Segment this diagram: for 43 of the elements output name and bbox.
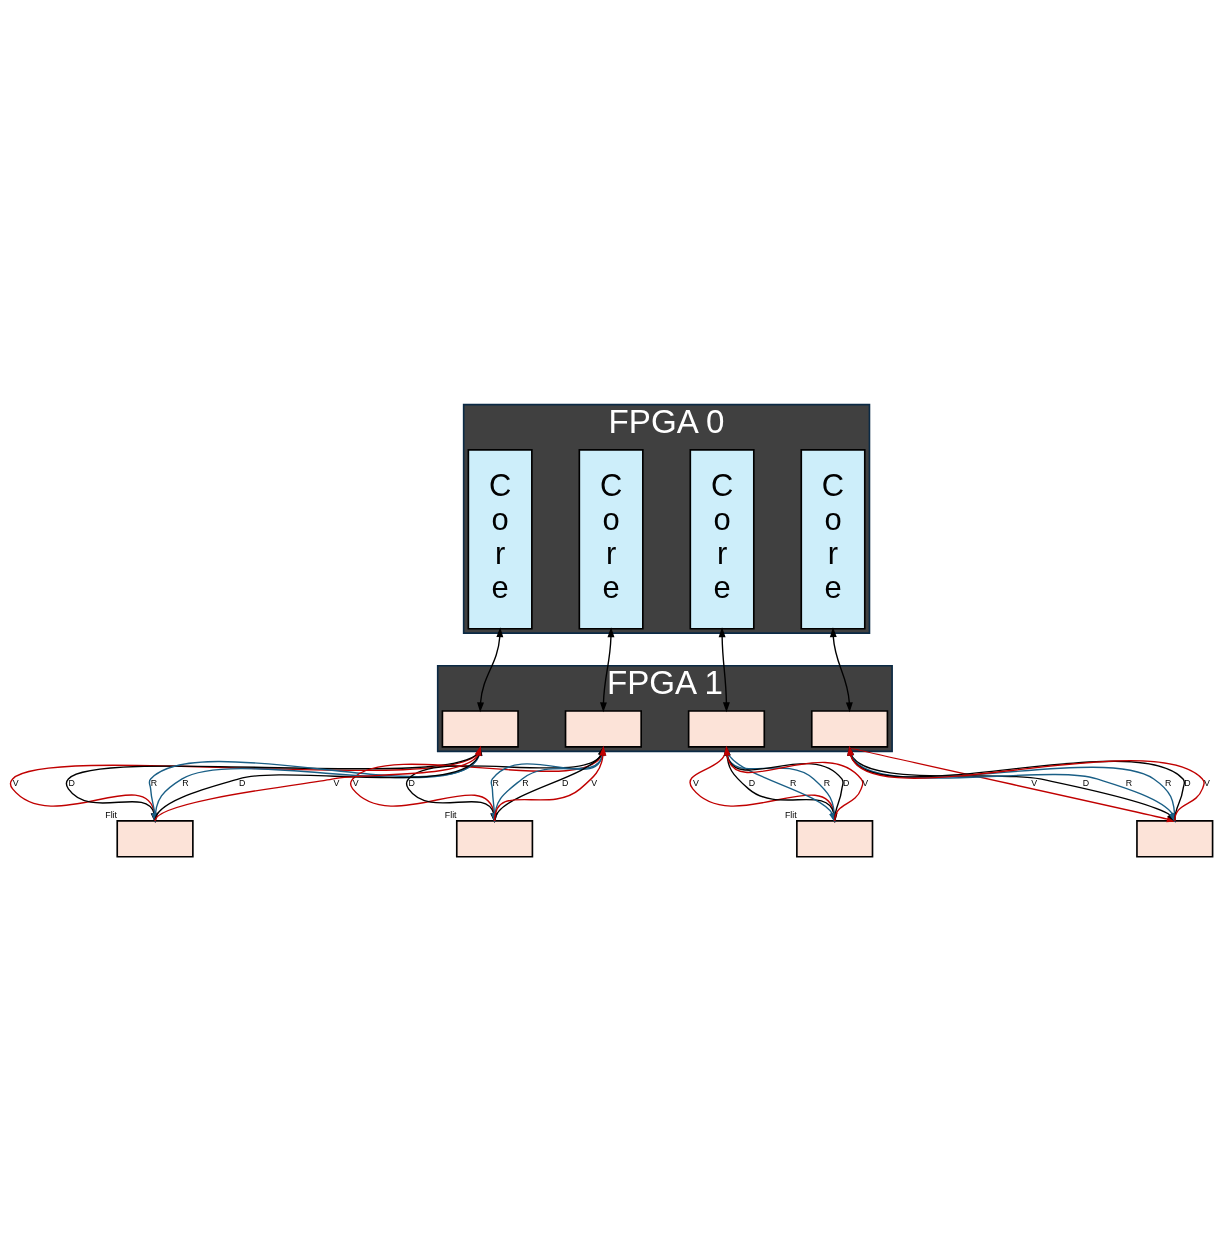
edge-label: D [562, 778, 569, 789]
arrow [718, 627, 730, 713]
edge-label: V [692, 778, 699, 789]
node-box: C o r e [800, 449, 866, 630]
edge-label: V [352, 778, 359, 789]
node-box [810, 710, 889, 748]
edge-label: D [408, 778, 415, 789]
edge-label: V [1031, 778, 1038, 789]
node-box [564, 710, 642, 748]
node-box: C o r e [578, 449, 644, 630]
node-label: Flit [444, 810, 457, 821]
edge-label: V [12, 778, 19, 789]
node-box [441, 710, 519, 748]
node-label: Flit [784, 810, 797, 821]
edge-label: D [239, 778, 246, 789]
edge-label: D [748, 778, 756, 789]
edge-label: R [182, 778, 189, 789]
edge-label: R [150, 778, 158, 789]
node-box: C o r e [467, 449, 533, 630]
node-box [687, 710, 766, 748]
edge-label: R [790, 778, 797, 789]
arrow [829, 627, 853, 713]
edge-label: R [823, 778, 831, 789]
arrow [600, 627, 615, 713]
node-box [796, 820, 874, 858]
edge-label: D [843, 778, 850, 789]
edge-label: R [492, 778, 499, 789]
edge-label: D [68, 778, 75, 789]
edge-label: R [1125, 778, 1133, 789]
node-box [455, 820, 534, 858]
node-label: Flit [105, 810, 118, 821]
node-box [116, 820, 194, 858]
edge-label: R [522, 778, 529, 789]
edge-label: V [1204, 778, 1211, 789]
node-box: C o r e [689, 449, 755, 630]
edge-label: R [1164, 778, 1172, 789]
edge-label: V [333, 778, 340, 789]
cluster: FPGA 1 [436, 664, 893, 753]
node-box [1136, 820, 1214, 858]
edge-label: V [591, 778, 598, 789]
arrow [477, 627, 504, 713]
edge-label: D [1184, 778, 1191, 789]
edge-label: D [1082, 778, 1090, 789]
